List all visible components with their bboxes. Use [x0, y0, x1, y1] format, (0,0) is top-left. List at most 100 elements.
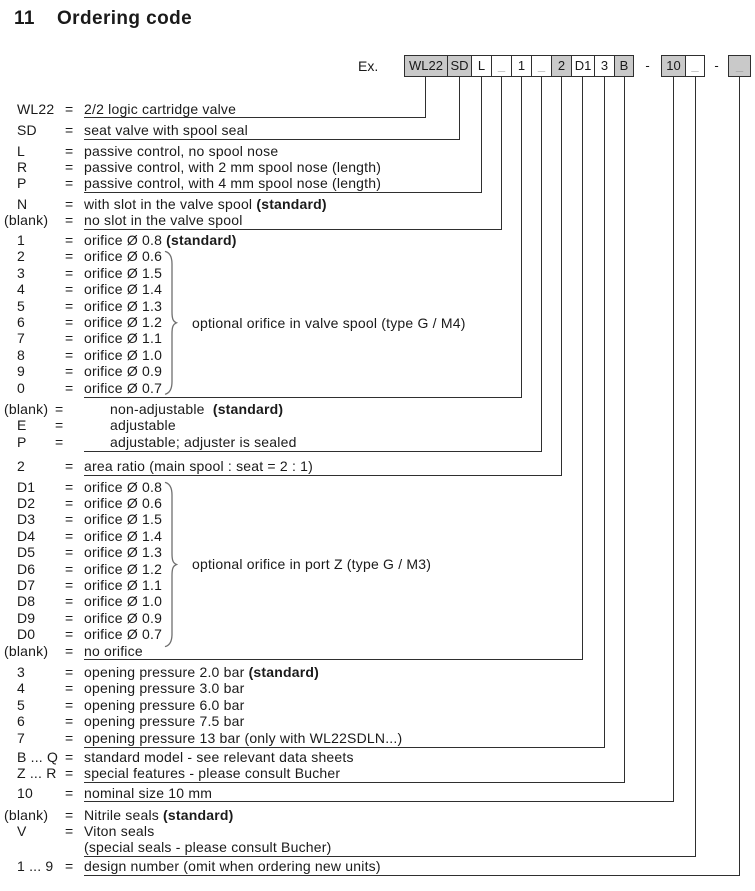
equals-sign: =	[55, 417, 64, 434]
code-box: L	[471, 55, 492, 77]
equals-sign: =	[65, 458, 74, 474]
code-value: R	[17, 158, 28, 175]
code-description: orifice Ø 1.2	[84, 314, 163, 330]
code-description: 2/2 logic cartridge valve	[84, 100, 237, 117]
code-row: D4=orifice Ø 1.4	[0, 528, 755, 545]
connector-underline	[84, 117, 426, 119]
code-description: orifice Ø 0.6	[84, 248, 163, 265]
code-box: D1	[571, 55, 595, 77]
equals-sign: =	[65, 211, 74, 228]
code-row: 5=opening pressure 6.0 bar	[0, 697, 755, 714]
connector-line	[425, 76, 426, 119]
standard-note: (standard)	[166, 232, 237, 248]
code-row: 0=orifice Ø 0.7	[0, 380, 755, 397]
code-value: 5	[17, 297, 25, 314]
code-description: no slot in the valve spool	[84, 211, 243, 228]
code-value: D9	[17, 609, 36, 626]
code-value: 5	[17, 696, 25, 713]
code-description: opening pressure 13 bar (only with WL22S…	[84, 729, 403, 746]
code-box: WL22	[404, 55, 448, 77]
code-value: 9	[17, 363, 25, 380]
brace-label: optional orifice in valve spool (type G …	[192, 315, 466, 331]
connector-line	[694, 76, 696, 858]
code-row: D5=orifice Ø 1.3	[0, 544, 755, 561]
code-row: R = passive control, with 2 mm spool nose …	[0, 159, 755, 176]
code-value: Z ... R	[17, 764, 57, 781]
code-row: 6=orifice Ø 1.2	[0, 314, 755, 331]
code-value: D7	[17, 576, 36, 593]
code-value: 8	[17, 346, 25, 363]
code-description: passive control, with 4 mm spool nose (l…	[84, 175, 382, 192]
code-description: orifice Ø 1.0	[84, 346, 163, 363]
code-description: Nitrile seals (standard)	[84, 806, 234, 823]
connector-line	[458, 76, 460, 140]
code-description: orifice Ø 0.9	[84, 609, 163, 626]
connector-underline	[84, 856, 696, 858]
code-value: 2	[17, 248, 25, 265]
code-row: D2=orifice Ø 0.6	[0, 495, 755, 512]
code-description: orifice Ø 1.3	[84, 544, 163, 561]
code-row: 10=nominal size 10 mm	[0, 785, 755, 802]
code-value: D6	[17, 560, 36, 577]
code-description: opening pressure 3.0 bar	[84, 680, 245, 697]
code-description: orifice Ø 0.8	[84, 478, 163, 495]
connector-underline	[84, 746, 605, 748]
connector-line	[560, 76, 562, 476]
connector-line	[582, 76, 583, 661]
code-value: (blank)	[4, 642, 49, 659]
code-value: D3	[17, 511, 36, 528]
equals-sign: =	[65, 195, 74, 212]
code-description: non-adjustable (standard)	[110, 401, 284, 417]
code-value: 3	[17, 664, 25, 680]
equals-sign: =	[65, 158, 74, 175]
code-row: Z ... R=special features - please consul…	[0, 765, 755, 782]
code-description: opening pressure 2.0 bar (standard)	[84, 664, 320, 680]
code-box-placeholder: _	[685, 55, 705, 77]
equals-sign: =	[65, 593, 74, 610]
code-row: P=adjustable; adjuster is sealed	[0, 434, 755, 451]
code-value: D8	[17, 593, 36, 610]
code-description: adjustable	[110, 417, 176, 434]
connector-line	[623, 76, 625, 783]
code-row: 4=orifice Ø 1.4	[0, 281, 755, 298]
code-row: D3=orifice Ø 1.5	[0, 511, 755, 528]
code-row: (special seals - please consult Bucher)	[0, 839, 755, 856]
code-row: 2=area ratio (main spool : seat = 2 : 1)	[0, 458, 755, 475]
code-description: passive control, with 2 mm spool nose (l…	[84, 158, 382, 175]
equals-sign: =	[65, 494, 74, 511]
code-value: (blank)	[4, 806, 49, 823]
code-value: E	[17, 417, 27, 434]
code-description: orifice Ø 0.6	[84, 494, 163, 511]
connector-line	[500, 76, 502, 230]
code-description: orifice Ø 1.5	[84, 264, 163, 281]
code-value: WL22	[17, 100, 55, 117]
equals-sign: =	[65, 248, 74, 265]
code-row: SD=seat valve with spool seal	[0, 122, 755, 139]
connector-underline	[84, 801, 674, 803]
equals-sign: =	[65, 713, 74, 730]
code-row: 3=orifice Ø 1.5	[0, 265, 755, 282]
equals-sign: =	[65, 696, 74, 713]
code-value: 2	[17, 458, 25, 474]
standard-note: (standard)	[248, 664, 320, 680]
code-value: D0	[17, 626, 36, 643]
code-row: 4=opening pressure 3.0 bar	[0, 680, 755, 697]
code-box-placeholder: _	[728, 55, 751, 77]
code-row: N=with slot in the valve spool (standard…	[0, 196, 755, 213]
connector-underline	[84, 474, 562, 476]
equals-sign: =	[65, 560, 74, 577]
code-description: standard model - see relevant data sheet…	[84, 748, 354, 765]
code-separator: -	[714, 58, 719, 73]
code-description: adjustable; adjuster is sealed	[110, 433, 297, 450]
code-box-placeholder: _	[491, 55, 512, 77]
equals-sign: =	[65, 122, 74, 138]
connector-line	[480, 76, 482, 194]
code-value: D5	[17, 544, 36, 561]
code-value: 7	[17, 330, 25, 347]
connector-underline	[84, 228, 502, 230]
code-description: orifice Ø 0.9	[84, 363, 163, 380]
code-row: D8=orifice Ø 1.0	[0, 593, 755, 610]
code-value: 6	[17, 713, 25, 730]
code-value: D1	[17, 478, 36, 495]
